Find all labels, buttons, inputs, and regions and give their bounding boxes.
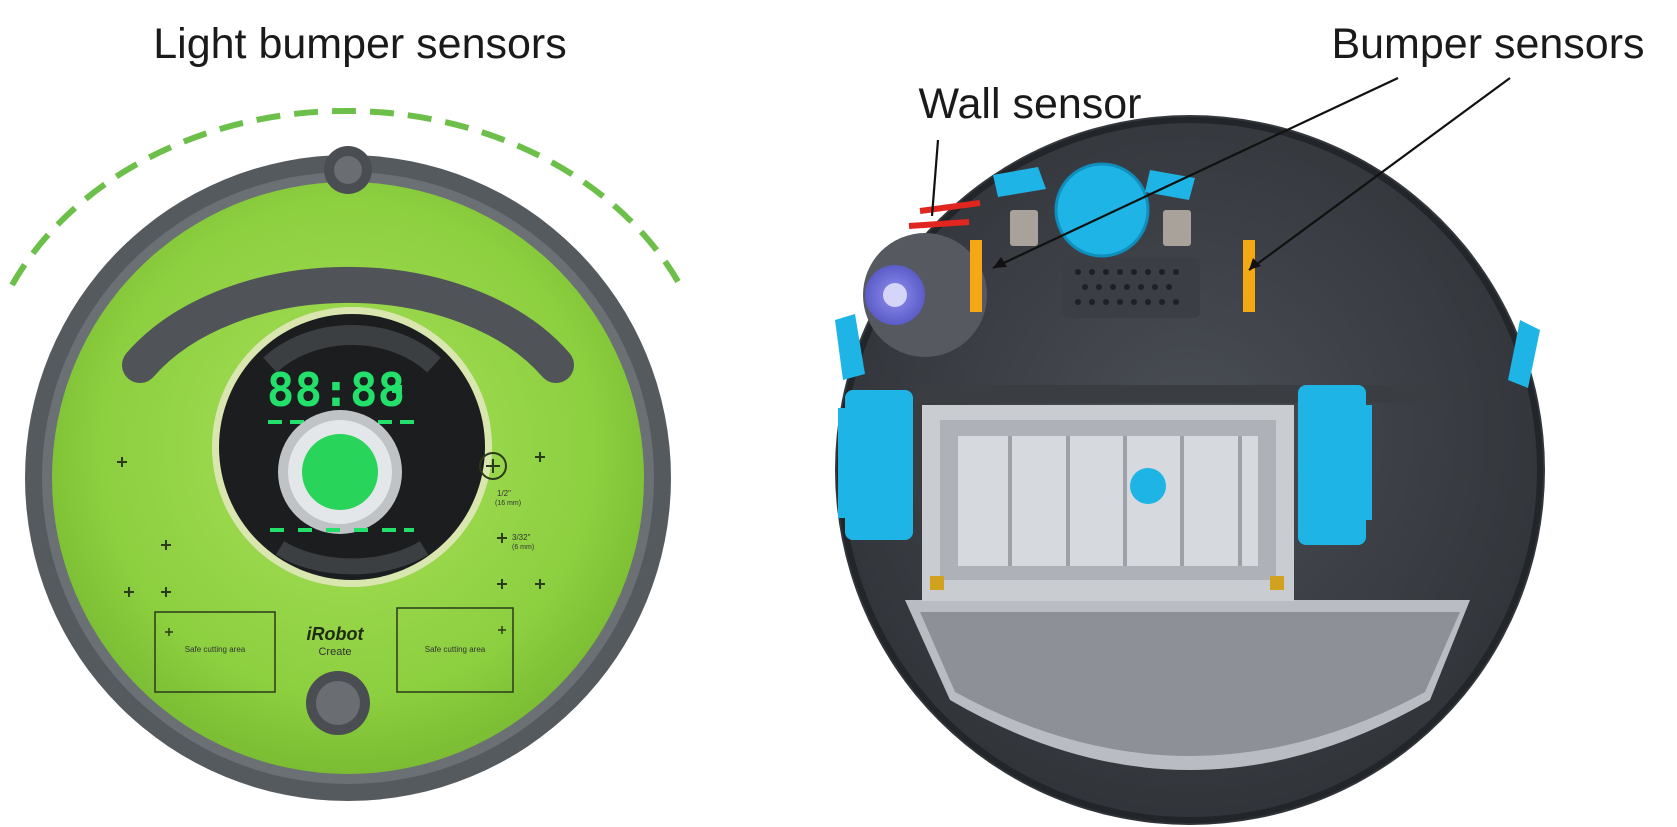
dimension-1: 1/2" (497, 489, 511, 498)
bumper-pointer-right (1248, 77, 1511, 271)
light-bumper-arc (9, 108, 683, 287)
wall-sensor-pointer (930, 139, 940, 217)
safe-cutting-area-right-label: Safe cutting area (425, 645, 486, 654)
mode-indicators (270, 528, 414, 532)
wall-sensor-label: Wall sensor (918, 80, 1141, 128)
left-drive-wheel (845, 390, 913, 540)
robot-bottom-view (835, 115, 1545, 825)
right-drive-wheel (1298, 385, 1366, 545)
safe-cutting-area-left-label: Safe cutting area (185, 645, 246, 654)
wall-sensor-marker (908, 200, 981, 229)
safe-cutting-area-left (154, 611, 276, 693)
display-readout: 88:88 (267, 363, 405, 417)
cliff-sensor-right (1163, 210, 1191, 246)
carry-handle (122, 266, 574, 383)
cliff-sensor-left (1010, 210, 1038, 246)
dimension-1-metric: (16 mm) (495, 500, 521, 507)
front-caster-wheel (1056, 164, 1148, 256)
mounting-marks (117, 452, 545, 597)
brand-model: Create (318, 646, 351, 658)
bay-ribs (1008, 436, 1242, 566)
clean-button (302, 434, 378, 510)
pointer-lines (930, 77, 1511, 271)
safe-cutting-area-right (396, 607, 514, 693)
dimension-2: 3/32" (512, 533, 531, 542)
dimension-2-metric: (6 mm) (512, 544, 534, 551)
bumper-sensors-label: Bumper sensors (1331, 20, 1644, 68)
bay-center-screw (1130, 468, 1166, 504)
light-bumper-sensors-label: Light bumper sensors (153, 20, 567, 68)
speaker-grille (1062, 258, 1200, 318)
robot-top-view: 88:88 (9, 108, 683, 801)
mount-hole-mark (479, 452, 507, 480)
pointer-arrowheads (993, 257, 1261, 270)
bumper-pointer-left (992, 77, 1399, 269)
bumper-sensor-right (1243, 240, 1255, 312)
brand-logo: iRobot (307, 624, 365, 644)
bumper-sensor-left (970, 240, 982, 312)
